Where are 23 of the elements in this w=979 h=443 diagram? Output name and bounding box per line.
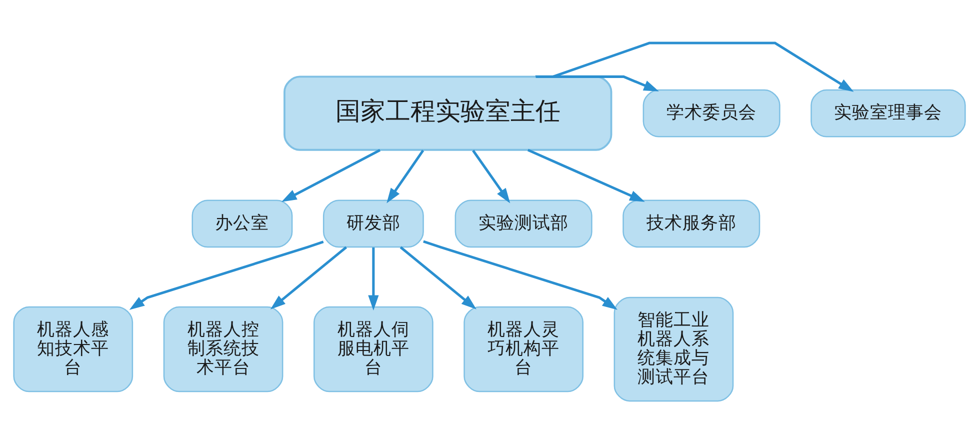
- arrow: [527, 148, 645, 202]
- node-box: 技术服务部: [622, 199, 760, 248]
- arrow: [282, 148, 381, 202]
- arrow: [386, 149, 424, 203]
- arrow: [368, 247, 379, 310]
- node-box: 国家工程实验室主任: [284, 75, 612, 150]
- node-box: 实验测试部: [454, 199, 592, 248]
- arrow: [129, 240, 324, 310]
- node-box: 研发部: [322, 199, 424, 248]
- node-box: 智能工业机器人系统集成与测试平台: [614, 296, 734, 402]
- arrow: [423, 240, 618, 310]
- node-box: 机器人感知技术平台: [13, 306, 134, 392]
- node-box: 学术委员会: [642, 88, 780, 137]
- arrow: [552, 41, 854, 92]
- arrow: [270, 246, 348, 309]
- node-box: 机器人伺服电机平台: [314, 306, 434, 392]
- node-box: 实验室理事会: [810, 88, 966, 137]
- arrow: [534, 74, 659, 91]
- node-box: 机器人灵巧机构平台: [464, 306, 584, 392]
- arrow: [400, 246, 476, 309]
- arrow: [472, 149, 510, 203]
- node-box: 机器人控制系统技术平台: [163, 306, 284, 392]
- node-box: 办公室: [192, 199, 293, 248]
